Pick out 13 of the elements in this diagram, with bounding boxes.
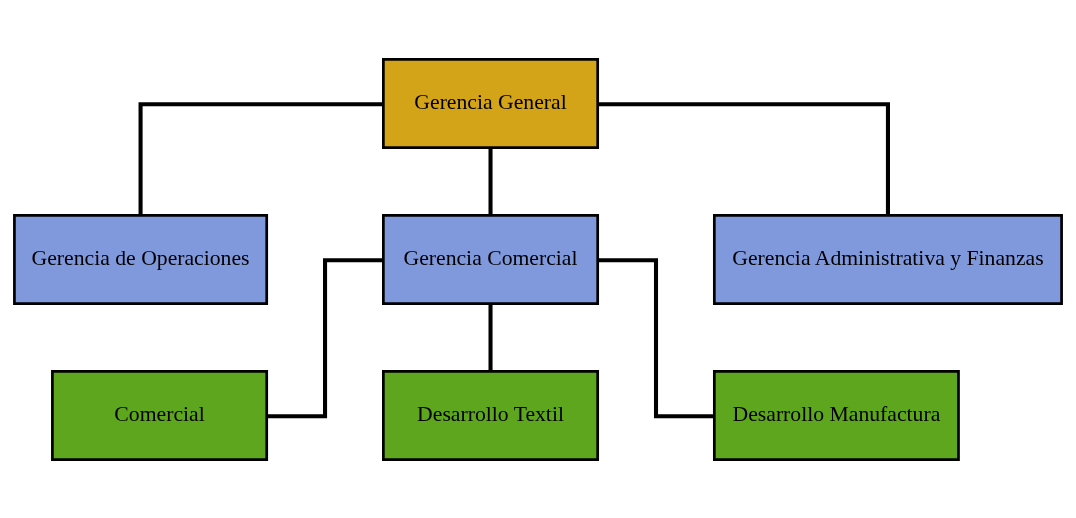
connector [598, 257, 715, 418]
node-box: Comercial [51, 369, 269, 461]
node-box: Desarrollo Manufactura [713, 369, 960, 461]
node-box: Gerencia Administrativa y Finanzas [713, 213, 1063, 305]
node-box: Gerencia General [382, 57, 600, 149]
node-box: Desarrollo Textil [382, 369, 600, 461]
connector [138, 101, 384, 215]
node-box: Gerencia Comercial [382, 213, 600, 305]
connector [488, 147, 493, 215]
connector [267, 257, 383, 418]
connector [598, 101, 890, 215]
connector [488, 303, 493, 371]
node-box: Gerencia de Operaciones [13, 213, 269, 305]
